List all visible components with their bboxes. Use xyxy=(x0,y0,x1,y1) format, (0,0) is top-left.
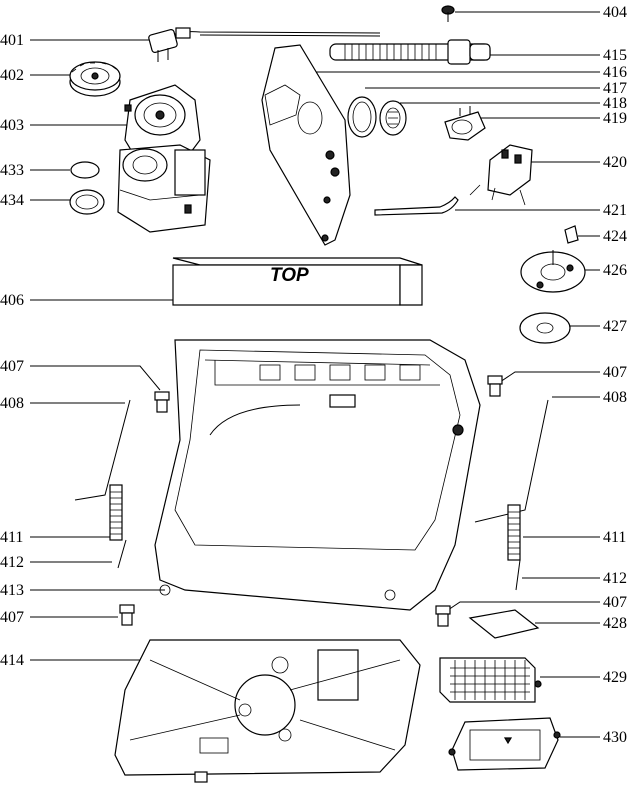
label-419: 419 xyxy=(603,110,627,127)
part-434-seal xyxy=(69,189,105,215)
part-428-plate xyxy=(468,609,540,639)
part-402-knob xyxy=(69,61,121,97)
label-424: 424 xyxy=(603,228,627,245)
part-labels: 401 402 403 433 434 406 407 408 411 412 … xyxy=(0,4,627,746)
part-433-ring xyxy=(70,161,100,179)
part-407-foot-right-upper xyxy=(487,375,503,397)
part-417-gasket xyxy=(347,96,377,138)
part-418-filter xyxy=(379,100,407,136)
part-408-rod-left xyxy=(74,399,131,501)
label-418: 418 xyxy=(603,95,627,112)
part-420-motor-bracket xyxy=(469,144,533,206)
label-427: 427 xyxy=(603,318,627,335)
part-426-pulsator xyxy=(520,250,586,293)
label-408-left: 408 xyxy=(0,395,24,412)
label-413: 413 xyxy=(0,582,24,599)
label-434: 434 xyxy=(0,192,24,209)
label-421: 421 xyxy=(603,202,627,219)
part-421-rod xyxy=(374,196,459,216)
part-427-disk xyxy=(519,312,571,344)
label-420: 420 xyxy=(603,154,627,171)
label-412-left: 412 xyxy=(0,554,24,571)
label-403: 403 xyxy=(0,117,24,134)
label-408-right: 408 xyxy=(603,389,627,406)
part-407-foot-left-upper xyxy=(154,391,170,413)
part-416-side-panel xyxy=(261,44,351,246)
label-407-left-lower: 407 xyxy=(0,609,24,626)
label-414: 414 xyxy=(0,652,24,669)
label-411-left: 411 xyxy=(0,529,23,546)
part-401-power-cord xyxy=(148,27,381,62)
part-406-top-box: TOP xyxy=(172,257,423,306)
label-411-right: 411 xyxy=(603,529,626,546)
part-419-pump xyxy=(444,106,486,141)
label-430: 430 xyxy=(603,729,627,746)
part-411-spring-right xyxy=(507,504,521,561)
label-406: 406 xyxy=(0,292,24,309)
part-424-clip xyxy=(564,225,579,244)
label-407-left-upper: 407 xyxy=(0,358,24,375)
part-412-bolt-left xyxy=(117,539,127,569)
label-407-right-lower: 407 xyxy=(603,594,627,611)
label-426: 426 xyxy=(603,262,627,279)
part-415-drain-hose xyxy=(329,39,491,65)
label-402: 402 xyxy=(0,67,24,84)
part-404-screw xyxy=(441,5,455,22)
label-404: 404 xyxy=(603,4,627,21)
leader-lines xyxy=(30,11,600,738)
part-408-rod-right xyxy=(474,399,549,523)
label-416: 416 xyxy=(603,64,627,81)
part-403-timer-assembly xyxy=(117,84,211,233)
label-412-right: 412 xyxy=(603,570,627,587)
label-428: 428 xyxy=(603,615,627,632)
label-401: 401 xyxy=(0,32,24,49)
part-429-grill xyxy=(439,657,542,703)
label-415: 415 xyxy=(603,47,627,64)
part-414-base xyxy=(114,639,421,783)
part-412-bolt-right xyxy=(515,559,521,591)
label-429: 429 xyxy=(603,669,627,686)
top-box-text: TOP xyxy=(270,265,309,286)
label-407-right-upper: 407 xyxy=(603,364,627,381)
part-430-cover xyxy=(448,717,561,771)
part-407-foot-right-lower xyxy=(435,605,451,627)
label-417: 417 xyxy=(603,80,627,97)
part-407-foot-left-lower xyxy=(119,604,135,626)
label-433: 433 xyxy=(0,162,24,179)
part-413-frame xyxy=(154,339,481,611)
part-411-spring-left xyxy=(109,484,123,541)
